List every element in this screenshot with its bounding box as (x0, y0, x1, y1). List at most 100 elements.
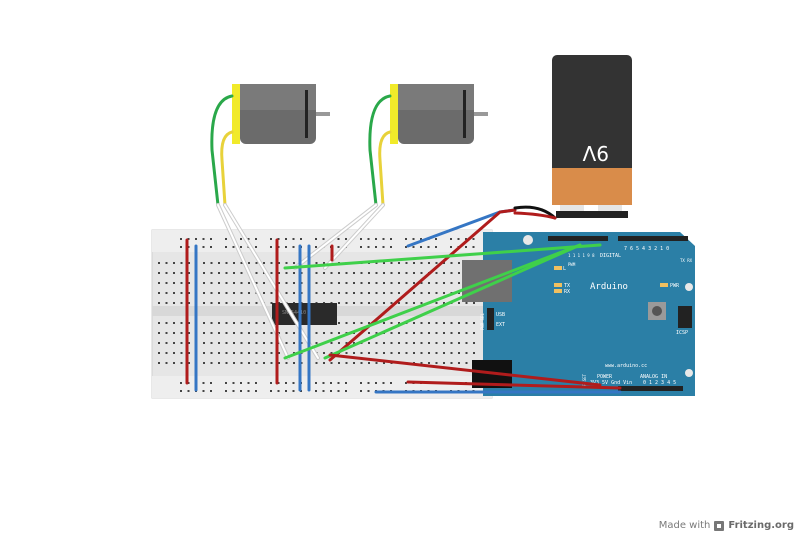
rail-hole (375, 382, 377, 384)
breadboard-hole (218, 352, 220, 354)
breadboard-hole (420, 302, 423, 304)
breadboard-hole (330, 352, 333, 354)
breadboard-hole (158, 272, 160, 274)
breadboard-hole (188, 272, 190, 274)
breadboard-hole (458, 362, 460, 364)
breadboard-hole (225, 282, 228, 284)
breadboard-hole (338, 342, 340, 344)
breadboard-hole (225, 272, 228, 274)
breadboard-hole (165, 362, 168, 364)
breadboard-hole (203, 262, 205, 264)
rail-hole (360, 390, 362, 392)
breadboard-hole (398, 272, 400, 274)
breadboard-hole (240, 342, 243, 344)
rail-hole (292, 246, 295, 248)
breadboard-hole (315, 272, 318, 274)
breadboard-hole (450, 352, 453, 354)
breadboard-hole (158, 342, 160, 344)
breadboard-hole (233, 292, 235, 294)
breadboard-hole (428, 262, 430, 264)
dc-motor-2 (390, 84, 488, 144)
breadboard-hole (443, 272, 445, 274)
breadboard-hole (210, 322, 213, 324)
breadboard-hole (255, 342, 258, 344)
breadboard-hole (390, 282, 393, 284)
breadboard-hole (278, 262, 280, 264)
rail-hole (210, 390, 212, 392)
breadboard-hole (278, 282, 280, 284)
breadboard-hole (233, 272, 235, 274)
rail-hole (322, 390, 325, 392)
breadboard-hole (240, 322, 243, 324)
rail-hole (180, 390, 182, 392)
pwr-sel-label: PWR SEL (480, 313, 485, 330)
breadboard-hole (473, 322, 475, 324)
rail-hole (472, 246, 475, 248)
rail-hole (225, 238, 227, 240)
rail-hole (412, 246, 415, 248)
breadboard-hole (353, 272, 355, 274)
breadboard-hole (180, 262, 183, 264)
rail-hole (240, 382, 242, 384)
digital-pins: 7 6 5 4 3 2 1 0 (624, 246, 669, 252)
breadboard-hole (368, 342, 370, 344)
rail-hole (277, 390, 280, 392)
breadboard-hole (338, 302, 340, 304)
breadboard-hole (188, 292, 190, 294)
rail-hole (390, 382, 392, 384)
breadboard-hole (278, 272, 280, 274)
breadboard-hole (368, 362, 370, 364)
breadboard-hole (270, 362, 273, 364)
breadboard-hole (405, 352, 408, 354)
breadboard-hole (323, 292, 325, 294)
breadboard-hole (240, 282, 243, 284)
breadboard-hole (338, 362, 340, 364)
rail-hole (420, 246, 422, 248)
breadboard-hole (203, 352, 205, 354)
rail-hole (382, 238, 385, 240)
breadboard-hole (435, 322, 438, 324)
breadboard-hole (233, 342, 235, 344)
breadboard-hole (345, 342, 348, 344)
breadboard-hole (360, 352, 363, 354)
rail-hole (285, 238, 287, 240)
breadboard-hole (158, 362, 160, 364)
breadboard-hole (218, 332, 220, 334)
breadboard-hole (165, 302, 168, 304)
breadboard-hole (233, 352, 235, 354)
rail-hole (435, 246, 437, 248)
rail-hole (187, 238, 190, 240)
breadboard-hole (323, 262, 325, 264)
breadboard-hole (435, 282, 438, 284)
breadboard-hole (375, 332, 378, 334)
breadboard-hole (165, 282, 168, 284)
breadboard-hole (435, 332, 438, 334)
breadboard-hole (428, 342, 430, 344)
breadboard-hole (360, 322, 363, 324)
pwr-label: PWR (670, 283, 680, 289)
breadboard-hole (398, 292, 400, 294)
breadboard-hole (435, 352, 438, 354)
breadboard-hole (278, 352, 280, 354)
breadboard-hole (188, 362, 190, 364)
breadboard-hole (375, 262, 378, 264)
breadboard-hole (330, 342, 333, 344)
breadboard-hole (255, 322, 258, 324)
rail-hole (180, 246, 182, 248)
breadboard-hole (248, 302, 250, 304)
breadboard-hole (420, 362, 423, 364)
breadboard-hole (240, 302, 243, 304)
breadboard-hole (435, 342, 438, 344)
breadboard-hole (443, 302, 445, 304)
rail-hole (360, 238, 362, 240)
breadboard-hole (420, 322, 423, 324)
rail-hole (367, 390, 370, 392)
breadboard-hole (240, 262, 243, 264)
breadboard-hole (315, 282, 318, 284)
rail-hole (412, 238, 415, 240)
breadboard-hole (405, 332, 408, 334)
rx-label: RX (564, 289, 570, 295)
breadboard-hole (473, 352, 475, 354)
breadboard-hole (173, 302, 175, 304)
rail-hole (285, 246, 287, 248)
